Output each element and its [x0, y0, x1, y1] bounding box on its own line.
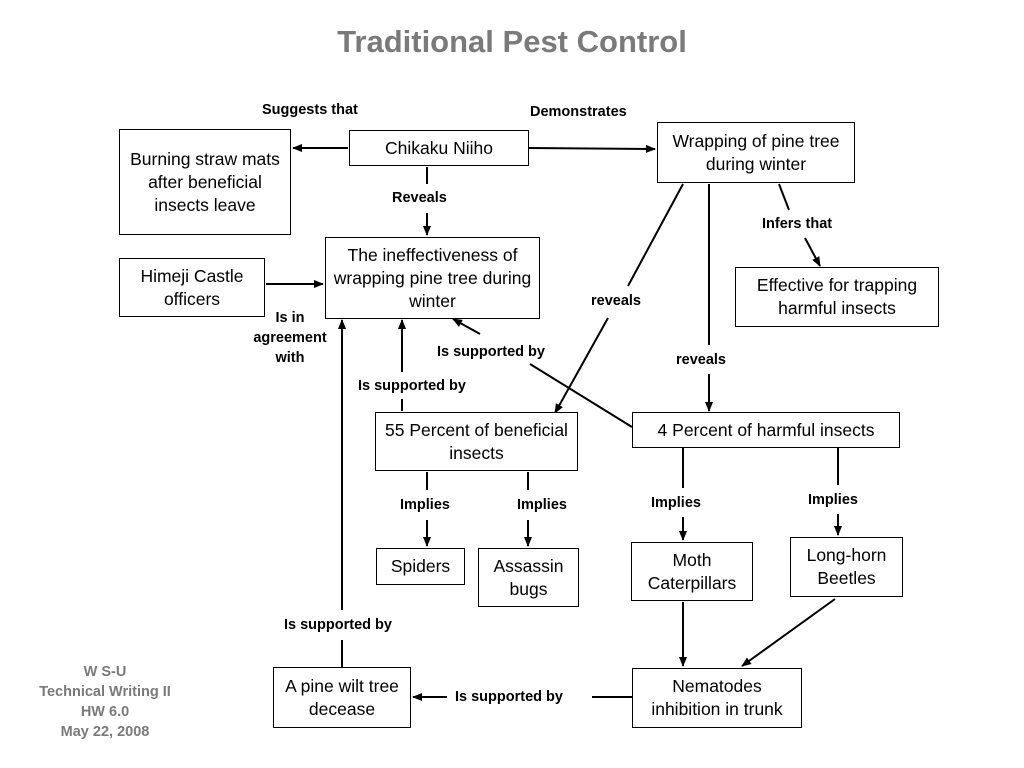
footer-course: Technical Writing II	[39, 684, 171, 700]
edge-label-agreement-line-1: Is in	[275, 310, 305, 326]
edge-wrapping-to-55-segment-2	[554, 317, 609, 414]
node-nematodes: Nematodes inhibition in trunk	[632, 668, 802, 728]
edge-label-implies-spiders: Implies	[400, 497, 450, 513]
edge-chikaku-to-wrapping	[528, 144, 656, 153]
edge-label-supported-by-55: Is supported by	[358, 378, 466, 394]
edge-4-to-ineffectiveness-segment-2	[452, 318, 481, 335]
node-assassin-bugs: Assassin bugs	[478, 548, 579, 607]
edge-label-supported-by-nematodes: Is supported by	[455, 689, 563, 705]
edge-label-demonstrates: Demonstrates	[530, 104, 627, 120]
edge-label-reveals-to-55: reveals	[591, 293, 641, 309]
node-moth-caterpillars: Moth Caterpillars	[631, 542, 753, 601]
footer-date: May 22, 2008	[60, 724, 150, 740]
node-55-percent-beneficial: 55 Percent of beneficial insects	[375, 412, 578, 471]
edge-wrapping-to-55-segment-1	[627, 183, 684, 287]
node-effective-trapping: Effective for trapping harmful insects	[735, 267, 939, 327]
edge-label-supported-by-4: Is supported by	[437, 344, 545, 360]
edge-label-reveals-to-4: reveals	[676, 352, 726, 368]
node-longhorn-beetles: Long-horn Beetles	[790, 537, 903, 597]
edge-wrapping-infers-segment-1	[778, 183, 790, 211]
edge-label-implies-assassin: Implies	[517, 497, 567, 513]
footer-author: W S-U	[83, 664, 127, 680]
node-4-percent-harmful: 4 Percent of harmful insects	[632, 412, 900, 448]
footer-assignment: HW 6.0	[80, 704, 130, 720]
node-wrapping-pine: Wrapping of pine tree during winter	[657, 122, 855, 183]
edge-wrapping-infers-segment-2	[804, 237, 821, 267]
node-spiders: Spiders	[376, 548, 465, 585]
edge-label-infers-that: Infers that	[762, 216, 833, 232]
edge-longhorn-to-nematodes	[741, 598, 836, 667]
edge-label-implies-longhorn: Implies	[808, 492, 858, 508]
edge-label-supported-by-pinewilt: Is supported by	[284, 617, 392, 633]
footer-credits: W S-U Technical Writing II HW 6.0 May 22…	[15, 662, 195, 742]
node-ineffectiveness: The ineffectiveness of wrapping pine tre…	[325, 237, 540, 319]
edge-label-agreement-line-3: with	[275, 350, 305, 366]
edge-label-agreement-line-2: agreement	[253, 330, 327, 346]
node-pine-wilt: A pine wilt tree decease	[273, 667, 411, 728]
node-himeji-castle: Himeji Castle officers	[119, 258, 265, 317]
edge-label-reveals-chikaku: Reveals	[392, 190, 447, 206]
edge-4-to-ineffectiveness-segment-1	[529, 363, 633, 428]
edge-label-suggests-that: Suggests that	[262, 102, 358, 118]
edge-label-implies-moth: Implies	[651, 495, 701, 511]
node-burning-straw: Burning straw mats after beneficial inse…	[119, 129, 291, 235]
node-chikaku-niiho: Chikaku Niiho	[349, 130, 529, 166]
diagram-title: Traditional Pest Control	[337, 24, 687, 59]
